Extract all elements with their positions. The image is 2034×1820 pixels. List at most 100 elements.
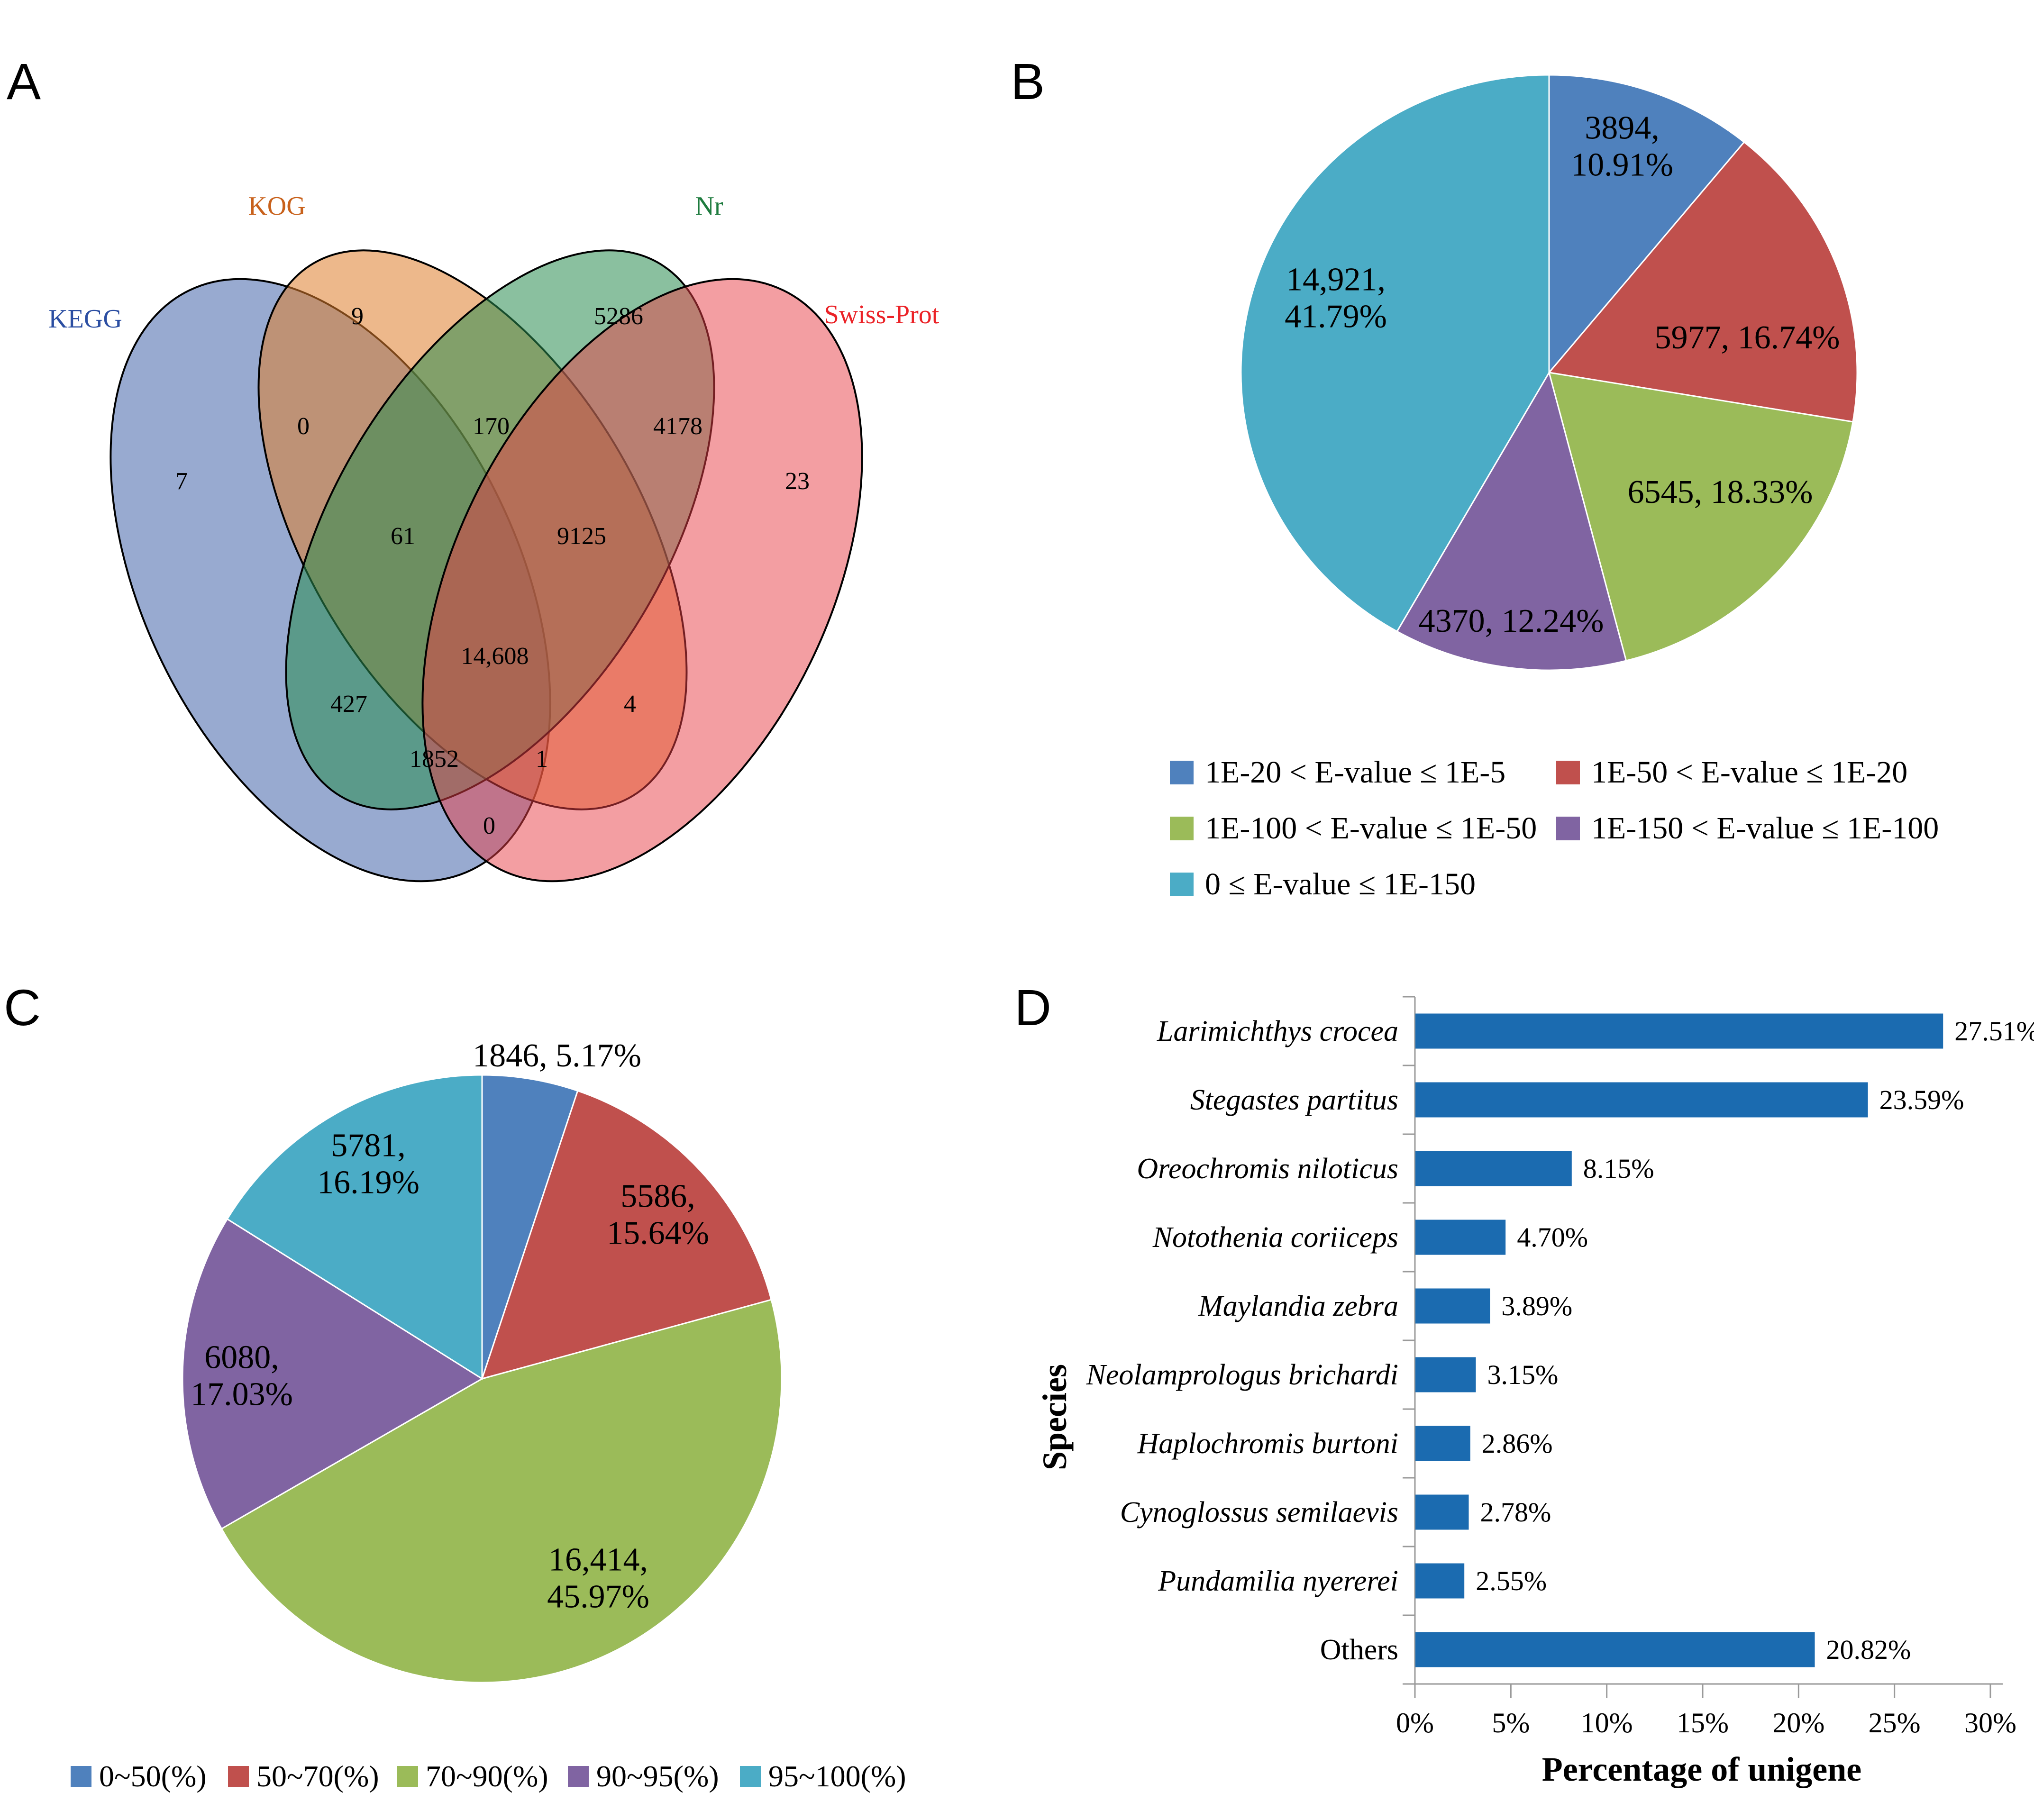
pie-slice-pieC-2: [220, 1299, 783, 1684]
legend-label: 70~90(%): [426, 1759, 548, 1793]
pie-slice-pieC-1: [481, 1090, 773, 1380]
legend-label: 95~100(%): [768, 1759, 906, 1793]
venn-count-nr_sp: 4178: [653, 413, 702, 440]
x-tick-label: 30%: [1964, 1707, 2016, 1738]
category-label: Oreochromis niloticus: [1137, 1152, 1398, 1185]
legend-item: 95~100(%): [740, 1759, 906, 1793]
pie-slice-label-line: 1846, 5.17%: [473, 1037, 641, 1074]
panel-letter-c: C: [4, 979, 41, 1036]
pie-slice-label-pieB-1: 5977, 16.74%: [1655, 319, 1840, 356]
venn-count-kegg_nr: 427: [330, 691, 367, 718]
bar-value-label: 4.70%: [1517, 1221, 1588, 1253]
pie-slice-label-pieC-4: 5781,16.19%: [317, 1128, 420, 1202]
pie-slice-label-line: 10.91%: [1571, 147, 1673, 183]
legend-label: 50~70(%): [256, 1759, 379, 1793]
pie-slice-label-pieB-4: 14,921,41.79%: [1285, 262, 1387, 336]
bar-2: [1415, 1151, 1572, 1186]
venn-count-kog_nr_sp: 9125: [557, 523, 606, 550]
venn-count-kegg: 7: [175, 468, 188, 495]
bar-0: [1415, 1013, 1943, 1049]
x-axis-title: Percentage of unigene: [1541, 1750, 1862, 1788]
venn-count-kog_sp: 4: [624, 691, 636, 718]
pie-slice-label-line: 6545, 18.33%: [1627, 473, 1813, 510]
venn-count-kegg_kog_sp: 1: [536, 746, 548, 773]
bar-value-label: 20.82%: [1826, 1634, 1911, 1665]
category-label: Stegastes partitus: [1190, 1083, 1398, 1116]
legend-label: 1E-50 < E-value ≤ 1E-20: [1591, 755, 1908, 790]
legend-item: 1E-100 < E-value ≤ 1E-50: [1170, 811, 1537, 846]
legend-item: 1E-20 < E-value ≤ 1E-5: [1170, 755, 1505, 790]
category-label: Pundamilia nyererei: [1158, 1565, 1398, 1597]
venn-diagram: [109, 249, 863, 883]
pie-slice-label-line: 5586,: [620, 1178, 695, 1215]
bar-value-label: 3.89%: [1501, 1290, 1573, 1321]
venn-count-kegg_sp: 0: [483, 812, 495, 839]
venn-set-label-swissprot: Swiss-Prot: [824, 300, 939, 329]
legend-item: 0 ≤ E-value ≤ 1E-150: [1170, 867, 1476, 901]
bar-value-label: 2.86%: [1481, 1428, 1553, 1459]
bar-3: [1415, 1219, 1506, 1255]
legend-label: 0 ≤ E-value ≤ 1E-150: [1205, 867, 1476, 901]
pie-slice-label-line: 4370, 12.24%: [1418, 602, 1604, 639]
pie-slice-label-line: 6080,: [204, 1339, 279, 1376]
venn-count-kog_nr: 170: [473, 413, 510, 440]
venn-count-kog: 9: [351, 303, 364, 330]
category-label: Larimichthys crocea: [1157, 1015, 1398, 1047]
legend-label: 1E-150 < E-value ≤ 1E-100: [1591, 811, 1939, 846]
legend-item: 1E-50 < E-value ≤ 1E-20: [1556, 755, 1908, 790]
pie-slice-label-pieB-2: 6545, 18.33%: [1628, 474, 1813, 511]
legend-item: 1E-150 < E-value ≤ 1E-100: [1556, 811, 1939, 846]
pie-slice-pieB-2: [1548, 372, 1854, 662]
panel-letter-d: D: [1014, 979, 1051, 1036]
pie-slice-pieB-1: [1548, 141, 1858, 423]
pie-slice-label-line: 16.19%: [317, 1165, 420, 1201]
pie-slice-label-line: 3894,: [1585, 109, 1660, 146]
category-label: Notothenia coriiceps: [1152, 1221, 1398, 1254]
bar-value-label: 23.59%: [1879, 1084, 1964, 1115]
venn-set-label-kog: KOG: [248, 191, 306, 221]
bar-9: [1415, 1632, 1815, 1667]
legend-label: 90~95(%): [596, 1759, 719, 1793]
panel-letter-b: B: [1011, 53, 1045, 110]
venn-count-kegg_kog_nr: 61: [391, 523, 415, 550]
pie-slice-label-line: 41.79%: [1285, 299, 1387, 335]
venn-count-all: 14,608: [461, 643, 529, 670]
pie-evalue: [1240, 74, 1858, 671]
category-label: Haplochromis burtoni: [1137, 1427, 1398, 1460]
venn-set-label-kegg: KEGG: [48, 304, 122, 334]
pie-slice-label-pieB-0: 3894,10.91%: [1571, 110, 1673, 184]
category-label: Maylandia zebra: [1198, 1290, 1398, 1322]
pie-slice-label-line: 16,414,: [548, 1541, 648, 1578]
x-tick-label: 20%: [1772, 1707, 1825, 1738]
panel-letter-a: A: [7, 53, 41, 110]
venn-count-nr: 5286: [594, 303, 643, 330]
legend-swatch: [740, 1766, 761, 1787]
legend-swatch: [1556, 817, 1580, 840]
venn-count-sp: 23: [785, 468, 810, 495]
legend-swatch: [1556, 761, 1580, 784]
legend-label: 0~50(%): [99, 1759, 207, 1793]
category-label: Cynoglossus semilaevis: [1120, 1496, 1398, 1529]
pie-slice-label-pieC-1: 5586,15.64%: [607, 1178, 709, 1253]
pie-slice-label-pieB-3: 4370, 12.24%: [1419, 603, 1604, 640]
legend-swatch: [228, 1766, 249, 1787]
bar-value-label: 2.78%: [1480, 1496, 1551, 1528]
pie-slice-label-line: 5977, 16.74%: [1654, 319, 1840, 356]
venn-count-kegg_nr_sp: 1852: [410, 746, 459, 773]
legend-swatch: [568, 1766, 589, 1787]
pie-slice-label-line: 15.64%: [607, 1215, 709, 1252]
venn-count-kegg_kog: 0: [297, 413, 310, 440]
pie-slice-pieB-4: [1240, 74, 1550, 633]
legend-swatch: [1170, 817, 1194, 840]
legend-swatch: [397, 1766, 418, 1787]
category-label: Neolamprologus brichardi: [1086, 1358, 1398, 1391]
legend-label: 1E-100 < E-value ≤ 1E-50: [1205, 811, 1537, 846]
pie-slice-label-line: 45.97%: [547, 1579, 649, 1615]
bar-6: [1415, 1426, 1470, 1461]
x-tick-label: 15%: [1677, 1707, 1729, 1738]
bar-value-label: 3.15%: [1487, 1359, 1559, 1390]
venn-ellipse-swissprot: [421, 278, 863, 883]
x-tick-label: 0%: [1396, 1707, 1434, 1738]
